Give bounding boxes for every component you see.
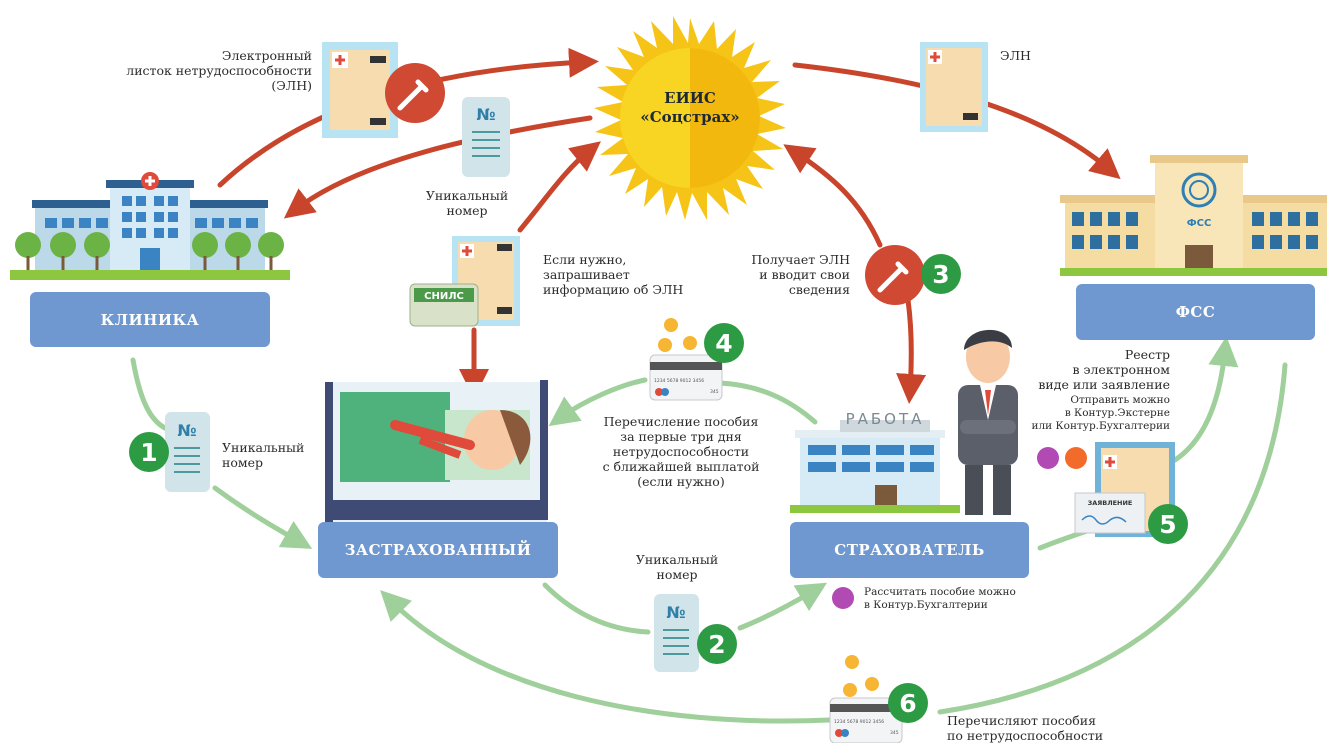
svg-text:СНИЛС: СНИЛС — [424, 291, 464, 302]
box-employer: СТРАХОВАТЕЛЬ — [790, 522, 1029, 578]
payment-card-6: 1234 5678 9012 3456 345 — [829, 655, 903, 743]
eln-document-left — [322, 42, 398, 138]
arrow-card4-to-insured — [548, 377, 648, 427]
number-doc-2: № — [654, 594, 699, 672]
eln-document-right — [920, 42, 988, 132]
box-fss: ФСС — [1076, 284, 1315, 340]
number-doc-top: № — [462, 97, 510, 177]
box-clinic: КЛИНИКА — [30, 292, 270, 347]
arrow-insured-to-eiis — [517, 141, 601, 233]
svg-text:№: № — [476, 105, 495, 124]
payment-card-4: 1234 5678 9012 3456 345 — [649, 318, 723, 401]
svg-text:345: 345 — [710, 389, 719, 395]
kontur-bukhgalteria-icon — [1037, 447, 1059, 469]
arrow-employer-to-eiis — [783, 144, 883, 248]
label-eln-short: ЭЛН — [1000, 48, 1031, 63]
number-doc-1: № — [165, 412, 210, 492]
step-badge-4: 4 — [704, 323, 744, 363]
svg-text:№: № — [666, 603, 685, 622]
arrow-fss-to-6 — [937, 362, 1288, 715]
arrow-insured-to-2 — [542, 582, 651, 635]
arrow-eiis-down-employer — [896, 297, 927, 404]
eln-snils-docs: СНИЛС — [409, 236, 520, 327]
employer-building: РАБОТА — [790, 410, 960, 513]
arrow-5-to-fss — [1172, 336, 1239, 463]
arrow-1-to-insured — [212, 485, 313, 549]
arrow-card4-from-employer — [717, 380, 818, 425]
box-insured: ЗАСТРАХОВАННЫЙ — [318, 522, 558, 578]
work-sign-text: РАБОТА — [846, 410, 925, 428]
svg-text:ЗАЯВЛЕНИЕ: ЗАЯВЛЕНИЕ — [1088, 499, 1133, 507]
sun-eiis — [594, 16, 786, 220]
svg-text:1234 5678 9012 3456: 1234 5678 9012 3456 — [834, 719, 884, 725]
patient-in-bed — [325, 380, 548, 522]
svg-text:345: 345 — [890, 730, 899, 736]
step-badge-5: 5 — [1148, 504, 1188, 544]
step-badge-3: 3 — [921, 254, 961, 294]
businessman-figure — [958, 329, 1018, 515]
step-badge-6: 6 — [888, 683, 928, 723]
arrow-clinic-down — [130, 357, 168, 431]
svg-text:1234 5678 9012 3456: 1234 5678 9012 3456 — [654, 378, 704, 384]
kontur-bukhgalteria-icon-2 — [832, 587, 854, 609]
fss-building: ФСС — [1060, 155, 1327, 276]
fss-sign-text: ФСС — [1187, 218, 1212, 229]
clinic-building — [10, 172, 290, 280]
arrow-6-to-insured — [380, 590, 833, 724]
arrow-2-to-employer — [737, 582, 828, 631]
kontur-extern-icon — [1065, 447, 1087, 469]
svg-text:№: № — [177, 421, 196, 440]
step-badge-2: 2 — [697, 624, 737, 664]
step-badge-1: 1 — [129, 432, 169, 472]
sun-title: ЕИИС «Соцстрах» — [640, 89, 740, 126]
arrow-eiis-to-clinic — [283, 115, 593, 219]
